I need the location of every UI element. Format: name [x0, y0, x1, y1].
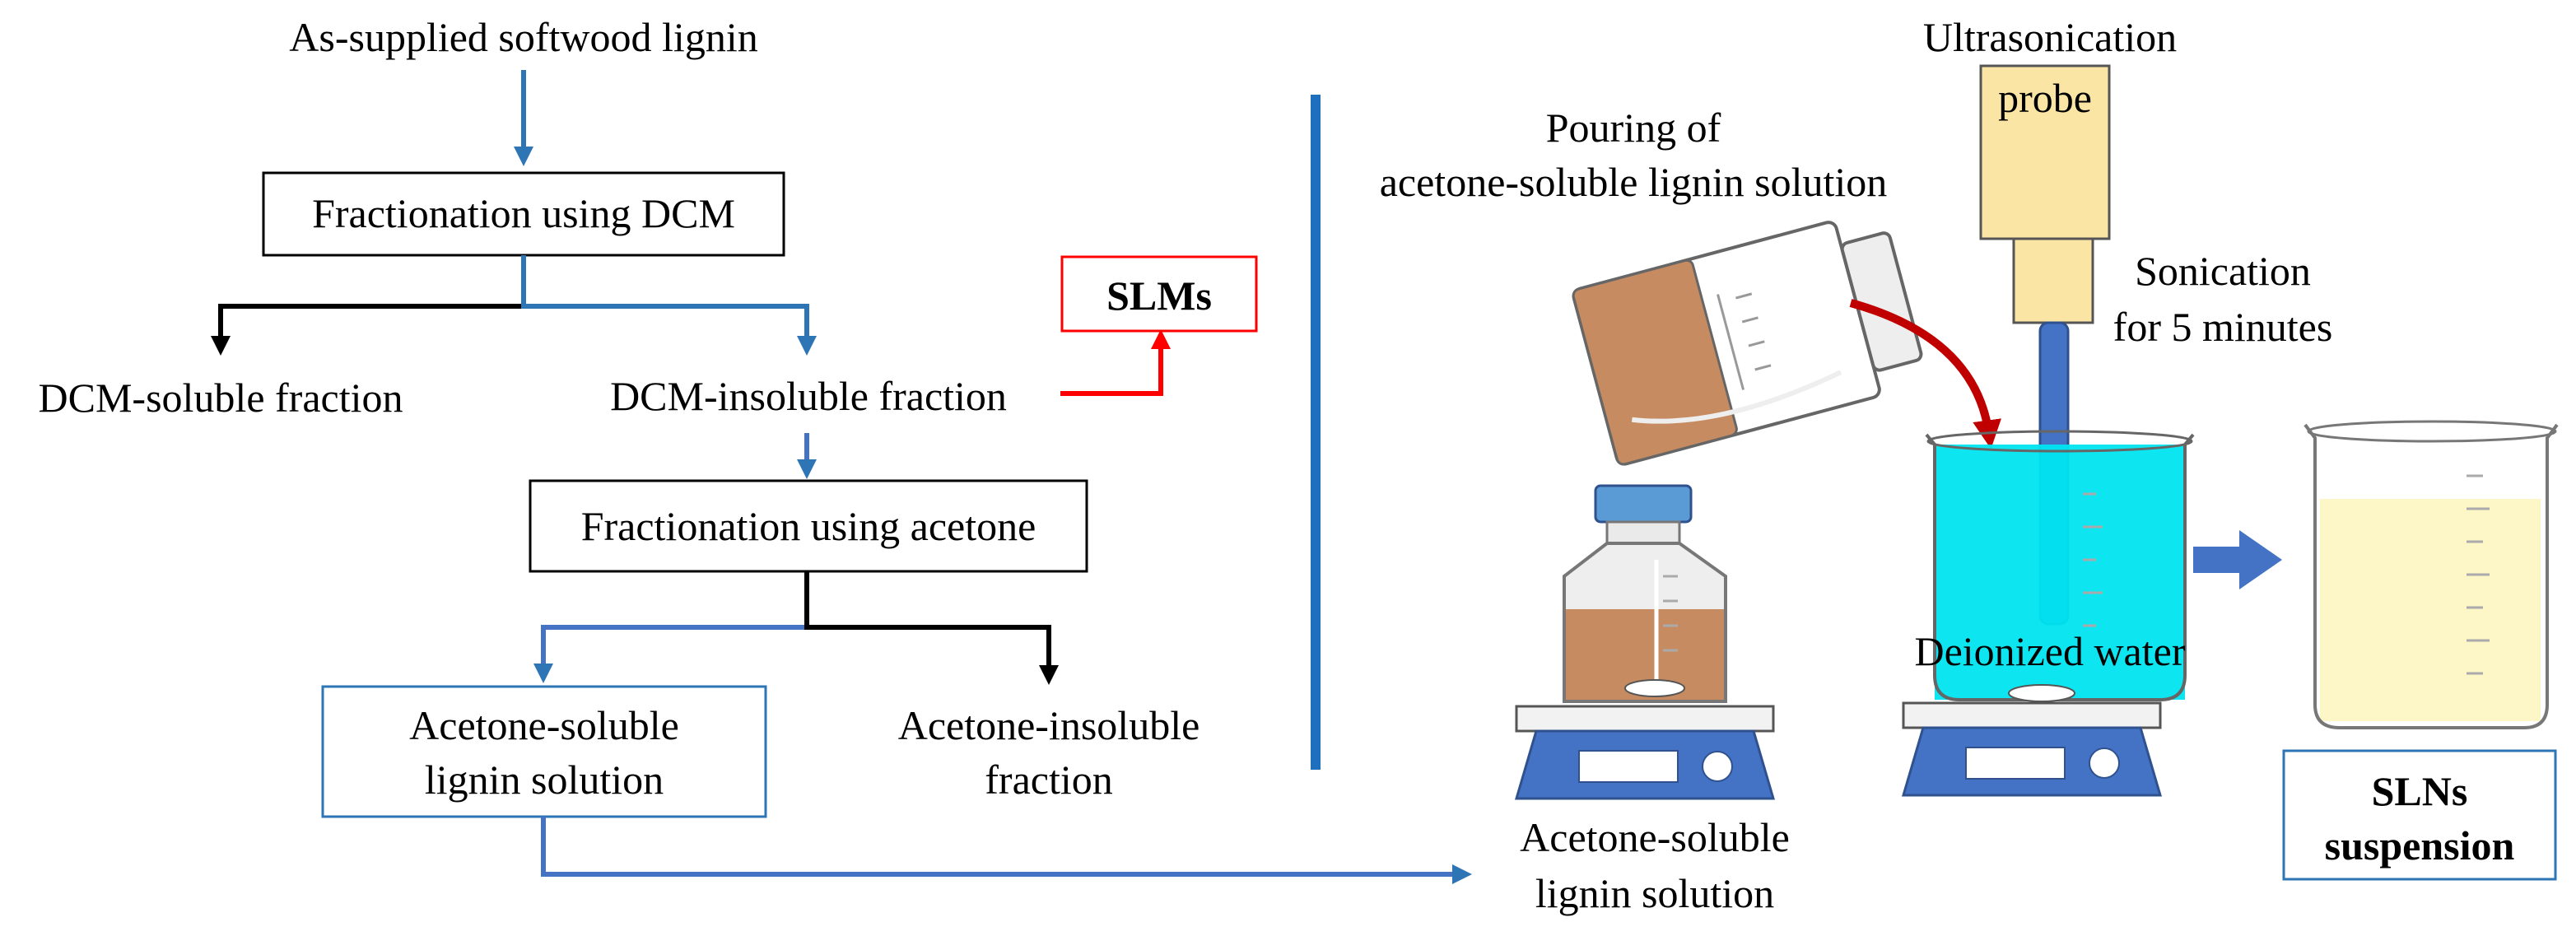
stirrer-display-2 — [1965, 747, 2066, 780]
arrow-to-dcm-soluble — [211, 255, 526, 356]
stir-bar-1 — [1624, 679, 1685, 697]
water-beaker-marks — [2083, 492, 2103, 627]
dcm-insoluble-label: DCM-insoluble fraction — [610, 373, 1007, 419]
arrow-to-slms — [1060, 329, 1171, 396]
pouring-line1: Pouring of — [1546, 105, 1721, 151]
deionized-water-label: Deionized water — [1914, 628, 2185, 674]
pouring-line2: acetone-soluble lignin solution — [1380, 159, 1888, 205]
acetone-fractionation-box — [529, 479, 1088, 573]
acetone-insoluble-line1: Acetone-insoluble — [898, 702, 1200, 748]
dcm-fractionation-label: Fractionation using DCM — [312, 190, 735, 236]
suspension-beaker-marks — [2467, 474, 2490, 675]
arrow-to-acetone-soluble — [533, 571, 809, 683]
sonication-line2: for 5 minutes — [2113, 304, 2333, 350]
slns-box — [2282, 749, 2557, 881]
slms-label: SLMs — [1106, 272, 1212, 319]
deionized-water-fill — [1935, 445, 2185, 700]
suspension-beaker — [2303, 423, 2559, 729]
arrow-to-stirred-bottle — [541, 817, 1472, 884]
stirrer-plate-2 — [1902, 701, 2162, 729]
stirrer-display-1 — [1578, 750, 1679, 783]
bottle-label-line1: Acetone-soluble — [1520, 814, 1790, 860]
probe-label: probe — [1998, 75, 2092, 121]
dcm-soluble-label: DCM-soluble fraction — [39, 375, 403, 421]
acetone-insoluble-line2: fraction — [985, 757, 1112, 803]
arrow-to-acetone-insoluble — [804, 571, 1059, 685]
stirrer-plate-1 — [1515, 705, 1775, 733]
bottle-cap — [1594, 484, 1693, 524]
stirrer-knob-2 — [2089, 747, 2120, 779]
stir-bar-2 — [2008, 684, 2075, 702]
ultrasonication-label: Ultrasonication — [1923, 14, 2177, 60]
start-label: As-supplied softwood lignin — [289, 14, 757, 60]
bottle-marks — [1663, 575, 1678, 652]
acetone-soluble-box — [321, 685, 767, 818]
acetone-fractionation-label: Fractionation using acetone — [581, 503, 1036, 549]
slns-line1: SLNs — [2372, 768, 2468, 814]
pouring-arrow — [1849, 299, 2001, 449]
pouring-bottle — [1572, 221, 1923, 466]
sonication-line1: Sonication — [2135, 248, 2311, 294]
bottle-label-line2: lignin solution — [1535, 870, 1774, 916]
slns-line2: suspension — [2325, 822, 2515, 869]
suspension-beaker-rim — [2307, 420, 2557, 443]
slms-box — [1060, 255, 1258, 333]
water-beaker-rim — [1926, 430, 2193, 453]
stirrer-knob-1 — [1702, 751, 1733, 782]
block-arrow-to-suspension — [2193, 530, 2282, 589]
acetone-soluble-line2: lignin solution — [425, 757, 664, 803]
suspension-fill — [2320, 499, 2541, 721]
bottle-neck — [1605, 520, 1681, 545]
arrow-to-dcm-insoluble — [521, 255, 817, 356]
acetone-soluble-line1: Acetone-soluble — [409, 702, 679, 748]
probe-neck — [2012, 237, 2094, 324]
